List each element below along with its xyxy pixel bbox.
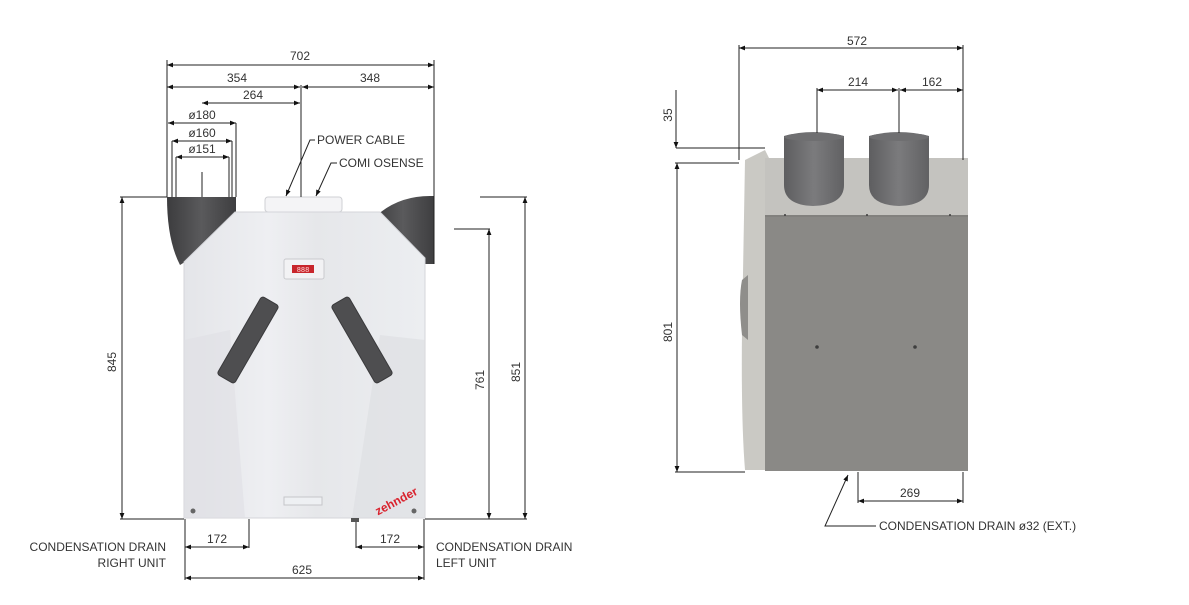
side-panel [741,150,770,470]
callout-comfosense: COMI OSENSE [339,156,424,170]
dim-214: 214 [848,75,868,89]
dim-801: 801 [661,322,675,342]
side-view: 572 214 162 35 801 269 CONDENSATION DRAI… [661,34,1076,533]
right-duct [372,196,434,264]
screw-icon [913,345,917,349]
callout-drain-left-1: CONDENSATION DRAIN [436,540,572,554]
side-duct-right [869,132,929,206]
left-duct [167,197,236,265]
top-cap [264,196,343,213]
dim-348: 348 [360,71,380,85]
display-readout: 888 [297,267,310,275]
dim-269: 269 [900,486,920,500]
dim-dia-160: ø160 [188,126,216,140]
callout-drain-right-2: RIGHT UNIT [98,556,167,570]
dim-162: 162 [922,75,942,89]
drain-stub [351,518,359,522]
callout-condensation-drain: CONDENSATION DRAIN ø32 (EXT.) [879,519,1076,533]
callout-drain-left-2: LEFT UNIT [436,556,497,570]
dim-264: 264 [243,88,263,102]
callout-drain-right-1: CONDENSATION DRAIN [30,540,166,554]
left-handle [217,296,279,384]
dim-702: 702 [290,49,310,63]
dim-35: 35 [661,108,675,122]
screw-icon [411,508,417,514]
front-view: 888 zehnder 702 354 348 264 ø18 [30,49,572,581]
side-duct-left [784,132,844,206]
dim-572: 572 [847,34,867,48]
screw-icon [190,508,196,514]
dim-dia-180: ø180 [188,108,216,122]
right-handle [331,296,393,384]
dim-851: 851 [509,362,523,382]
callout-power-cable: POWER CABLE [317,133,405,147]
dim-625: 625 [292,563,312,577]
dim-845: 845 [105,352,119,372]
dim-172-left: 172 [207,532,227,546]
dim-172-right: 172 [380,532,400,546]
dim-761: 761 [473,370,487,390]
screw-icon [815,345,819,349]
display-screen [292,265,314,273]
filter-slot [283,496,323,506]
dim-354: 354 [227,71,247,85]
dim-dia-151: ø151 [188,142,216,156]
